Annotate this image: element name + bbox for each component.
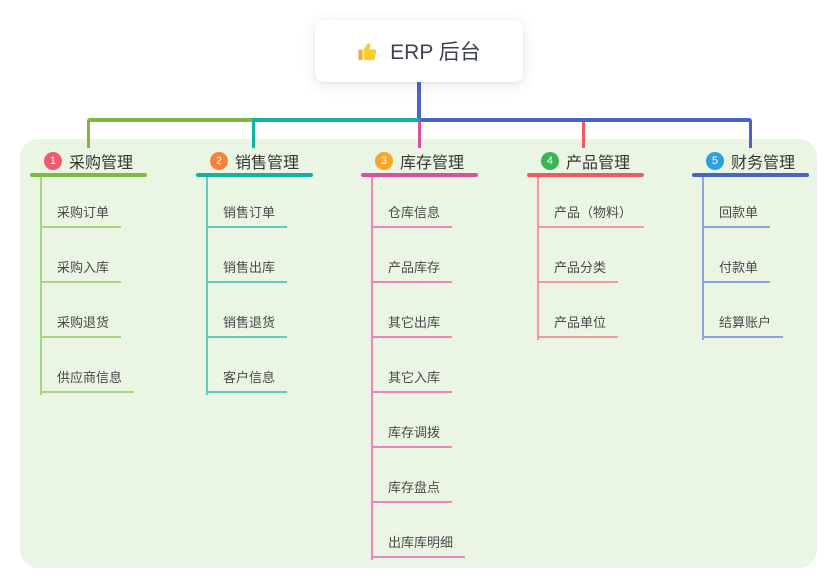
branch-spine xyxy=(206,177,208,395)
mindmap-item[interactable]: 库存调拨 xyxy=(371,418,453,448)
branch-label: 产品管理 xyxy=(565,155,630,172)
mindmap-item[interactable]: 采购入库 xyxy=(40,253,122,283)
mindmap-item[interactable]: 采购订单 xyxy=(40,198,122,228)
mindmap-item[interactable]: 销售退货 xyxy=(206,308,288,338)
branch-spine xyxy=(371,177,373,560)
branch-header-purchase[interactable]: 1 采购管理 xyxy=(30,148,147,174)
mindmap-item[interactable]: 其它出库 xyxy=(371,308,453,338)
mindmap-item[interactable]: 产品分类 xyxy=(537,253,619,283)
root-title: ERP 后台 xyxy=(390,41,481,64)
branch-spine xyxy=(40,177,42,395)
branch-label: 销售管理 xyxy=(234,155,299,172)
branch-underline xyxy=(361,173,478,177)
branch-underline xyxy=(692,173,809,177)
branch-number-badge: 4 xyxy=(540,152,559,170)
mindmap-item[interactable]: 供应商信息 xyxy=(40,363,135,393)
drop-line-product xyxy=(582,122,585,148)
mindmap-item[interactable]: 产品单位 xyxy=(537,308,619,338)
branch-header-inventory[interactable]: 3 库存管理 xyxy=(361,148,478,174)
branch-spine xyxy=(702,177,704,340)
mindmap-item[interactable]: 出库库明细 xyxy=(371,528,466,558)
mindmap-item[interactable]: 付款单 xyxy=(702,253,771,283)
branch-underline xyxy=(527,173,644,177)
root-connector-line xyxy=(417,82,421,122)
drop-line-finance xyxy=(749,122,752,148)
branch-number-badge: 2 xyxy=(209,152,228,170)
drop-line-sales xyxy=(252,122,255,148)
branch-header-finance[interactable]: 5 财务管理 xyxy=(692,148,809,174)
mindmap-item[interactable]: 产品（物料） xyxy=(537,198,645,228)
connector-segment-sales xyxy=(252,118,420,122)
branches-panel xyxy=(20,139,817,568)
mindmap-item[interactable]: 销售出库 xyxy=(206,253,288,283)
branch-label: 采购管理 xyxy=(68,155,133,172)
thumbs-up-icon xyxy=(357,40,380,63)
branch-label: 库存管理 xyxy=(399,155,464,172)
connector-segment-purchase xyxy=(87,118,253,122)
branch-underline xyxy=(196,173,313,177)
mindmap-item[interactable]: 结算账户 xyxy=(702,308,784,338)
drop-line-inventory xyxy=(418,122,421,148)
mindmap-item[interactable]: 产品库存 xyxy=(371,253,453,283)
mindmap-item[interactable]: 仓库信息 xyxy=(371,198,453,228)
mindmap-item[interactable]: 客户信息 xyxy=(206,363,288,393)
mindmap-item[interactable]: 其它入库 xyxy=(371,363,453,393)
root-node[interactable]: ERP 后台 xyxy=(315,20,523,82)
drop-line-purchase xyxy=(87,122,90,148)
branch-underline xyxy=(30,173,147,177)
mindmap-item[interactable]: 回款单 xyxy=(702,198,771,228)
mindmap-item[interactable]: 采购退货 xyxy=(40,308,122,338)
branch-header-sales[interactable]: 2 销售管理 xyxy=(196,148,313,174)
branch-number-badge: 1 xyxy=(43,152,62,170)
branch-header-product[interactable]: 4 产品管理 xyxy=(527,148,644,174)
branch-number-badge: 3 xyxy=(374,152,393,170)
mindmap-item[interactable]: 销售订单 xyxy=(206,198,288,228)
mindmap-item[interactable]: 库存盘点 xyxy=(371,473,453,503)
branch-spine xyxy=(537,177,539,340)
connector-segment-right xyxy=(420,118,752,122)
branch-label: 财务管理 xyxy=(730,155,795,172)
branch-number-badge: 5 xyxy=(705,152,724,170)
